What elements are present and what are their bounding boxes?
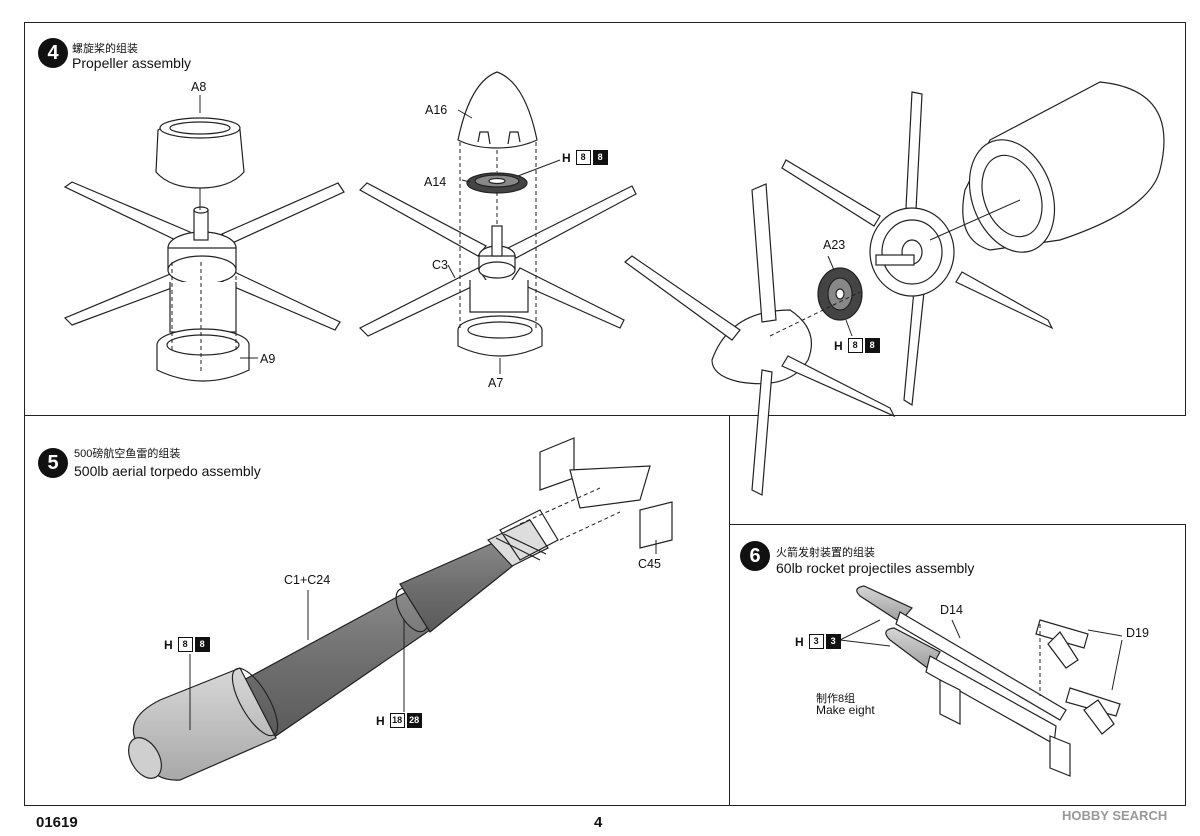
propeller-2-arrows xyxy=(447,109,561,374)
paint-code-a: 8 xyxy=(847,338,863,353)
rocket-arrows xyxy=(839,619,1123,696)
part-label-c45: C45 xyxy=(638,557,661,571)
page-number: 4 xyxy=(594,814,603,831)
part-label-a16: A16 xyxy=(425,103,448,117)
part-label-a8: A8 xyxy=(191,80,207,94)
torpedo-drawing xyxy=(128,437,673,781)
quantity-note-zh: 制作8组 xyxy=(816,693,856,705)
step6-title-en: 60lb rocket projectiles assembly xyxy=(776,560,975,576)
paint-code-b: 3 xyxy=(825,634,841,649)
paint-prefix: H xyxy=(164,637,173,652)
propeller-1-drawing xyxy=(63,117,345,382)
step-number-badge: 6 xyxy=(740,541,770,571)
part-label-a9: A9 xyxy=(260,352,276,366)
step-number-badge: 4 xyxy=(38,38,68,68)
propeller-3-arrows xyxy=(769,199,1021,337)
step5-title-zh: 500磅航空鱼雷的组装 xyxy=(74,448,181,460)
part-label-c1-c24: C1+C24 xyxy=(284,573,331,587)
paint-callout: H 3 3 xyxy=(795,634,841,649)
part-label-d14: D14 xyxy=(940,603,963,617)
part-label-c3: C3 xyxy=(432,258,448,272)
paint-code-b: 8 xyxy=(194,637,210,652)
rocket-drawing xyxy=(856,585,1121,777)
paint-callout: H 8 8 xyxy=(834,338,880,353)
step5-title-en: 500lb aerial torpedo assembly xyxy=(74,463,261,479)
quantity-note-en: Make eight xyxy=(816,703,875,717)
part-label-d19: D19 xyxy=(1126,626,1149,640)
watermark-text: HOBBY SEARCH xyxy=(1062,808,1168,823)
propeller-1-arrows xyxy=(171,95,258,372)
paint-callout: H 8 8 xyxy=(164,637,210,652)
paint-prefix: H xyxy=(376,713,385,728)
paint-code-a: 8 xyxy=(177,637,193,652)
step4-title-zh: 螺旋桨的组装 xyxy=(72,43,138,55)
paint-code-a: 8 xyxy=(575,150,591,165)
step6-title-zh: 火箭发射装置的组装 xyxy=(776,547,875,559)
paint-prefix: H xyxy=(795,634,804,649)
paint-prefix: H xyxy=(834,338,843,353)
paint-callout: H 18 28 xyxy=(376,713,422,728)
part-label-a7: A7 xyxy=(488,376,504,390)
torpedo-arrows xyxy=(189,487,657,730)
propeller-3-drawing xyxy=(624,81,1165,496)
part-label-a23: A23 xyxy=(823,238,846,252)
paint-code-b: 8 xyxy=(864,338,880,353)
paint-code-a: 3 xyxy=(808,634,824,649)
step6-panel xyxy=(729,524,1186,806)
paint-code-b: 8 xyxy=(592,150,608,165)
paint-callout: H 8 8 xyxy=(562,150,608,165)
paint-code-a: 18 xyxy=(389,713,405,728)
step-number-badge: 5 xyxy=(38,448,68,478)
part-label-a14: A14 xyxy=(424,175,447,189)
kit-code: 01619 xyxy=(36,814,78,831)
paint-prefix: H xyxy=(562,150,571,165)
step4-title-en: Propeller assembly xyxy=(72,55,192,71)
paint-code-b: 28 xyxy=(406,713,422,728)
propeller-2-drawing xyxy=(358,71,637,357)
